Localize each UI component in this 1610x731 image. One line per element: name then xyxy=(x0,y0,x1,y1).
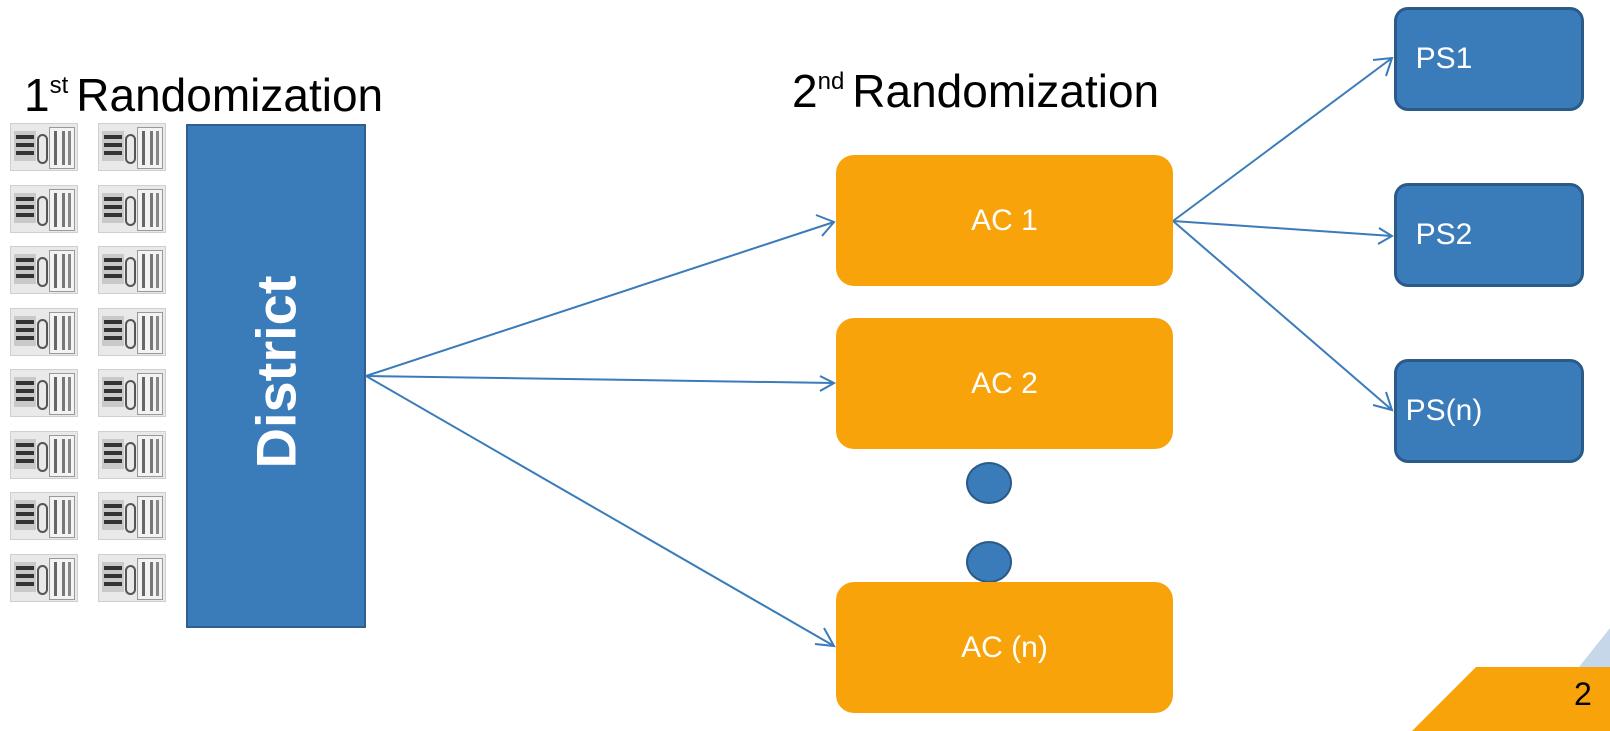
evm-machine-icon xyxy=(98,369,166,417)
evm-machine-icon xyxy=(10,184,78,233)
evm-machines-grid xyxy=(10,123,176,613)
arrow-district-to-ac1 xyxy=(365,221,835,377)
evm-machine-icon xyxy=(10,123,78,171)
ac-1-label: AC 1 xyxy=(971,203,1038,237)
ellipsis-dot-1 xyxy=(966,462,1012,504)
ac-2-label: AC 2 xyxy=(971,366,1038,400)
arrowhead-acn xyxy=(814,627,836,648)
ellipsis-dot-2 xyxy=(966,541,1012,583)
arrowhead-ac1 xyxy=(815,214,836,237)
arrow-ac1-to-psn xyxy=(1172,220,1393,411)
ps-1-label: PS1 xyxy=(1415,42,1473,75)
evm-machine-icon xyxy=(10,492,78,540)
evm-machine-icon xyxy=(10,246,78,294)
evm-machine-icon xyxy=(10,369,78,417)
evm-machine-icon xyxy=(10,553,78,602)
evm-machine-icon xyxy=(98,184,166,233)
page-number: 2 xyxy=(1574,676,1592,712)
arrowhead-ps1 xyxy=(1372,56,1394,77)
arrowhead-psn xyxy=(1372,391,1394,412)
evm-machine-icon xyxy=(98,123,166,171)
district-box xyxy=(186,124,366,628)
ps-1-box: PS1 xyxy=(1394,7,1584,111)
arrow-ac1-to-ps1 xyxy=(1172,57,1393,222)
arrow-ac1-to-ps2 xyxy=(1172,220,1393,237)
evm-machine-icon xyxy=(98,553,166,602)
ac-1-box: AC 1 xyxy=(836,155,1173,286)
evm-machine-icon xyxy=(98,307,166,356)
ps-n-box: PS(n) xyxy=(1394,359,1584,463)
ac-n-label: AC (n) xyxy=(961,630,1048,664)
ac-2-box: AC 2 xyxy=(836,318,1173,449)
ps-2-label: PS2 xyxy=(1415,218,1473,251)
evm-machine-icon xyxy=(10,430,78,479)
arrowhead-ac2 xyxy=(819,375,837,392)
evm-machine-icon xyxy=(98,430,166,479)
arrow-district-to-acn xyxy=(365,375,835,647)
arrow-district-to-ac2 xyxy=(365,375,835,384)
arrowhead-ps2 xyxy=(1377,227,1394,245)
evm-machine-icon xyxy=(98,492,166,540)
ps-2-box: PS2 xyxy=(1394,183,1584,287)
ps-n-label: PS(n) xyxy=(1405,394,1483,427)
evm-machine-icon xyxy=(10,307,78,356)
ac-n-box: AC (n) xyxy=(836,582,1173,713)
evm-machine-icon xyxy=(98,246,166,294)
